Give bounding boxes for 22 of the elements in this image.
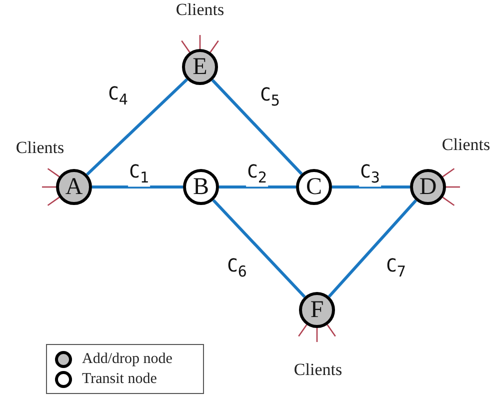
network-node: F (299, 292, 335, 328)
connector-line (92, 186, 183, 188)
client-label: Clients (176, 0, 224, 20)
edge-label: C$_{1}$ (128, 162, 150, 186)
edge-label: C$_{2}$ (246, 162, 268, 186)
network-node: D (410, 169, 446, 205)
client-label: Clients (442, 135, 490, 155)
connector-line (211, 79, 303, 175)
edge-label: C$_{3}$ (359, 162, 381, 186)
network-node: A (56, 169, 92, 205)
client-label: Clients (16, 138, 64, 158)
connector-line (86, 78, 188, 176)
client-label: Clients (294, 360, 342, 380)
network-node: C (296, 169, 332, 205)
connector-line (212, 199, 306, 298)
connector-line (328, 199, 418, 298)
connector-line (332, 186, 410, 188)
network-node: B (183, 169, 219, 205)
legend-label: Transit node (82, 370, 157, 388)
network-node: E (182, 49, 218, 85)
legend-label: Add/drop node (82, 350, 172, 368)
connector-line (219, 186, 296, 188)
